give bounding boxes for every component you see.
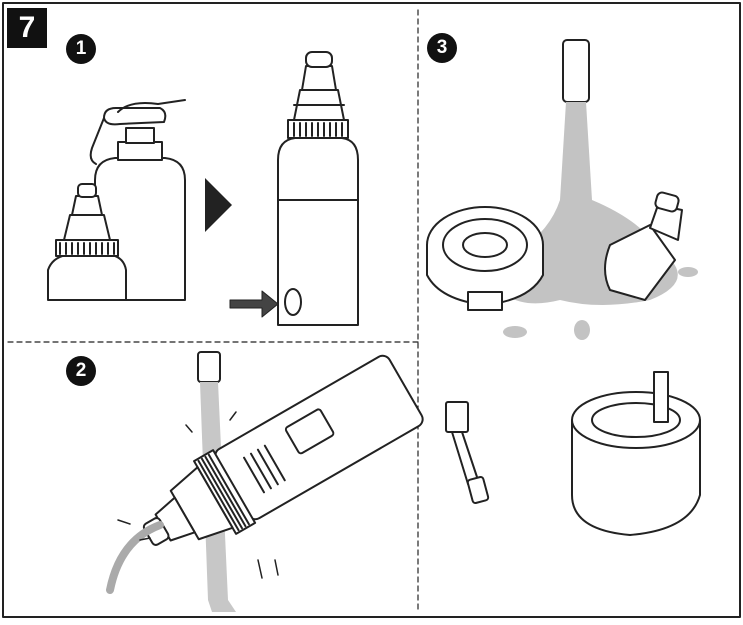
press-arrow-icon	[229, 290, 279, 318]
finger	[117, 99, 186, 113]
sub-step-2-badge: 2	[66, 356, 96, 386]
trimmer-head	[604, 191, 683, 301]
faucet-3	[562, 39, 590, 103]
step-badge: 7	[7, 8, 47, 48]
panel-3-illustration	[426, 39, 701, 536]
faucet	[197, 351, 221, 383]
blade-part	[445, 401, 490, 504]
power-button	[284, 288, 302, 316]
water-splash	[106, 521, 164, 594]
trimmer-upright	[277, 51, 359, 326]
trimmer-rinsing	[142, 354, 424, 546]
cutter-housing	[426, 206, 544, 311]
panel-2-illustration	[106, 351, 424, 612]
sub-step-1-badge: 1	[66, 34, 96, 64]
trimmer-tilted	[47, 183, 127, 301]
sub-step-3-badge: 3	[427, 33, 457, 63]
next-arrow-icon	[205, 178, 232, 232]
trimmer-base	[571, 371, 701, 536]
panel-1-illustration	[47, 51, 359, 326]
